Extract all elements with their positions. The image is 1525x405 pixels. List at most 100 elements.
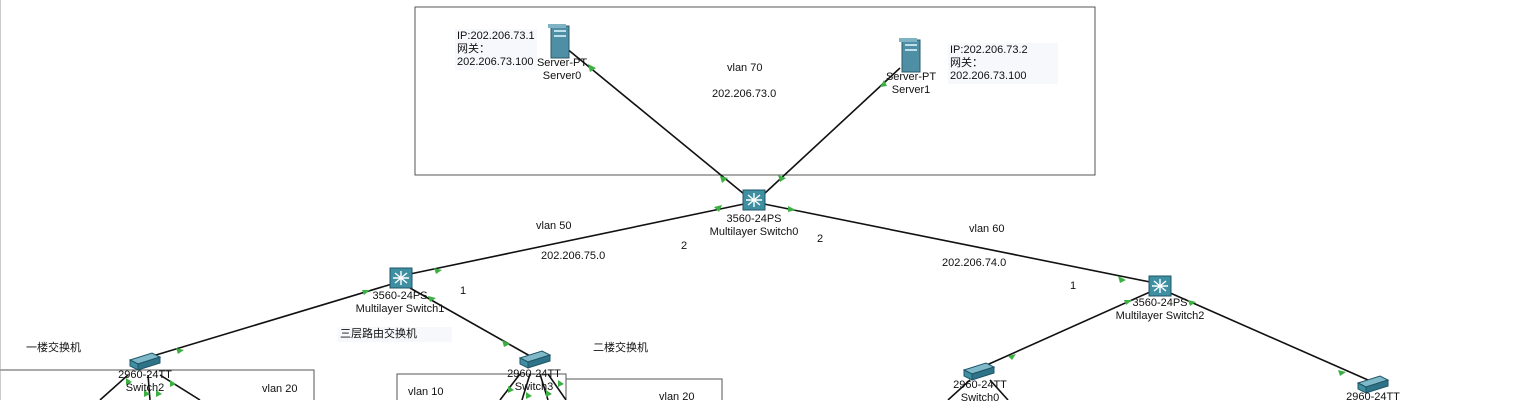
link-switch3-down-4: [547, 373, 567, 400]
switch3-model: 2960-24TT: [507, 368, 561, 380]
port-indicator: [588, 64, 596, 72]
vlan20-left-area-box: [0, 369, 315, 400]
port-indicator: [1338, 370, 1346, 376]
switch0-label: 2960-24TT Switch0: [953, 379, 1007, 405]
switch3-icon[interactable]: [518, 350, 552, 369]
port-indicators: [126, 64, 1346, 399]
link-switch2-down-1: [99, 374, 129, 400]
switch2-icon[interactable]: [128, 352, 162, 371]
port-indicator: [880, 80, 887, 87]
link-mls0-mls1: [409, 203, 745, 275]
vlan60-label: vlan 60: [969, 223, 1005, 235]
port-indicator: [714, 205, 722, 212]
floor1-switch-area-label: 一楼交换机: [26, 342, 81, 354]
switch0-model: 2960-24TT: [953, 379, 1007, 391]
port-indicator: [546, 390, 552, 397]
multilayer-switch1-icon[interactable]: [389, 267, 413, 289]
multilayer-switch2-icon[interactable]: [1148, 275, 1172, 297]
switch0-name: Switch0: [960, 392, 1000, 404]
port-indicator: [144, 390, 150, 397]
port-indicator: [526, 392, 532, 399]
server0-gateway-label: 网关：: [457, 43, 490, 55]
port-indicator: [170, 380, 176, 387]
floor2-switch-area-label: 二楼交换机: [593, 342, 648, 354]
link-number: 1: [1070, 280, 1077, 292]
switch0-icon[interactable]: [962, 362, 996, 381]
vlan20-mid-area-box: [565, 378, 723, 400]
link-mls2-switch0: [979, 291, 1151, 369]
server0-model: Server-PT: [536, 57, 588, 69]
vlan70-area-box: [414, 6, 1096, 176]
vlan10-label: vlan 10: [408, 386, 444, 398]
server1-gateway: 202.206.73.100: [950, 70, 1027, 82]
server1-label: Server-PT Server1: [886, 71, 936, 97]
link-server0-mls0: [565, 47, 745, 195]
switch2-name: Switch2: [125, 382, 165, 394]
switch2-model: 2960-24TT: [118, 369, 172, 381]
port-indicator: [558, 380, 564, 387]
server1-ip: IP:202.206.73.2: [950, 44, 1028, 56]
vlan20-mid-label: vlan 20: [659, 391, 695, 403]
mls1-name: Multilayer Switch1: [355, 303, 445, 315]
link-number: 1: [460, 285, 467, 297]
port-indicator: [1008, 354, 1016, 360]
server1-ip-note: IP:202.206.73.2 网关： 202.206.73.100: [948, 43, 1058, 84]
links: [99, 47, 1369, 400]
server0-icon[interactable]: [548, 24, 570, 59]
link-switch0-down-1: [947, 379, 971, 400]
vlan60-network: 202.206.74.0: [942, 257, 1007, 269]
server0-label: Server-PT Server0: [537, 57, 587, 83]
port-indicator: [502, 340, 510, 347]
port-indicator: [508, 386, 514, 393]
mls0-model: 3560-24PS: [726, 213, 782, 225]
port-indicator: [434, 268, 442, 274]
switch3-name: Switch3: [514, 381, 554, 393]
link-mls1-switch2: [145, 283, 393, 359]
link-mls0-mls2: [763, 203, 1151, 283]
port-indicator: [1118, 276, 1126, 283]
port-indicator: [176, 348, 184, 354]
link-switch3-down-1: [499, 373, 521, 400]
port-indicator: [126, 378, 132, 385]
switch-far-model: 2960-24TT: [1346, 391, 1400, 403]
vlan70-label: vlan 70: [727, 62, 763, 74]
server0-ip-note: IP:202.206.73.1 网关： 202.206.73.100: [455, 29, 537, 70]
server0-name: Server0: [542, 70, 582, 82]
link-number: 2: [817, 233, 824, 245]
link-switch2-down-3: [159, 374, 201, 400]
multilayer-switch0-icon[interactable]: [742, 189, 766, 211]
link-switch3-down-2: [521, 373, 531, 400]
vlan20-left-label: vlan 20: [262, 383, 298, 395]
link-number: 2: [681, 240, 688, 252]
switch3-label: 2960-24TT Switch3: [507, 368, 561, 394]
link-switch2-down-2: [147, 374, 151, 400]
port-indicator: [156, 390, 162, 397]
mls1-label: 3560-24PS Multilayer Switch1: [356, 290, 445, 316]
server0-ip: IP:202.206.73.1: [457, 30, 535, 42]
switch-far-label: 2960-24TT: [1346, 391, 1400, 404]
mls1-model: 3560-24PS: [372, 290, 428, 302]
server0-gateway: 202.206.73.100: [457, 56, 534, 68]
server1-name: Server1: [891, 84, 931, 96]
port-indicator: [778, 175, 786, 182]
switch2-label: 2960-24TT Switch2: [118, 369, 172, 395]
port-indicator: [1188, 300, 1196, 306]
port-indicator: [362, 290, 370, 295]
mls0-label: 3560-24PS Multilayer Switch0: [710, 213, 799, 239]
server1-gateway-label: 网关：: [950, 57, 983, 69]
port-indicator: [788, 206, 796, 212]
server1-icon[interactable]: [899, 38, 921, 73]
server1-model: Server-PT: [885, 71, 937, 83]
l3-switch-area-label: 三层路由交换机: [338, 327, 452, 342]
link-server1-mls0: [763, 67, 901, 195]
mls2-name: Multilayer Switch2: [1115, 310, 1205, 322]
mls2-model: 3560-24PS: [1132, 297, 1188, 309]
vlan50-network: 202.206.75.0: [541, 250, 606, 262]
link-mls2-switch-far: [1167, 291, 1369, 381]
switch-far-icon[interactable]: [1356, 375, 1390, 394]
port-indicator: [1124, 300, 1132, 305]
vlan50-label: vlan 50: [536, 220, 572, 232]
mls0-name: Multilayer Switch0: [709, 226, 799, 238]
link-switch0-down-2: [989, 379, 1009, 400]
